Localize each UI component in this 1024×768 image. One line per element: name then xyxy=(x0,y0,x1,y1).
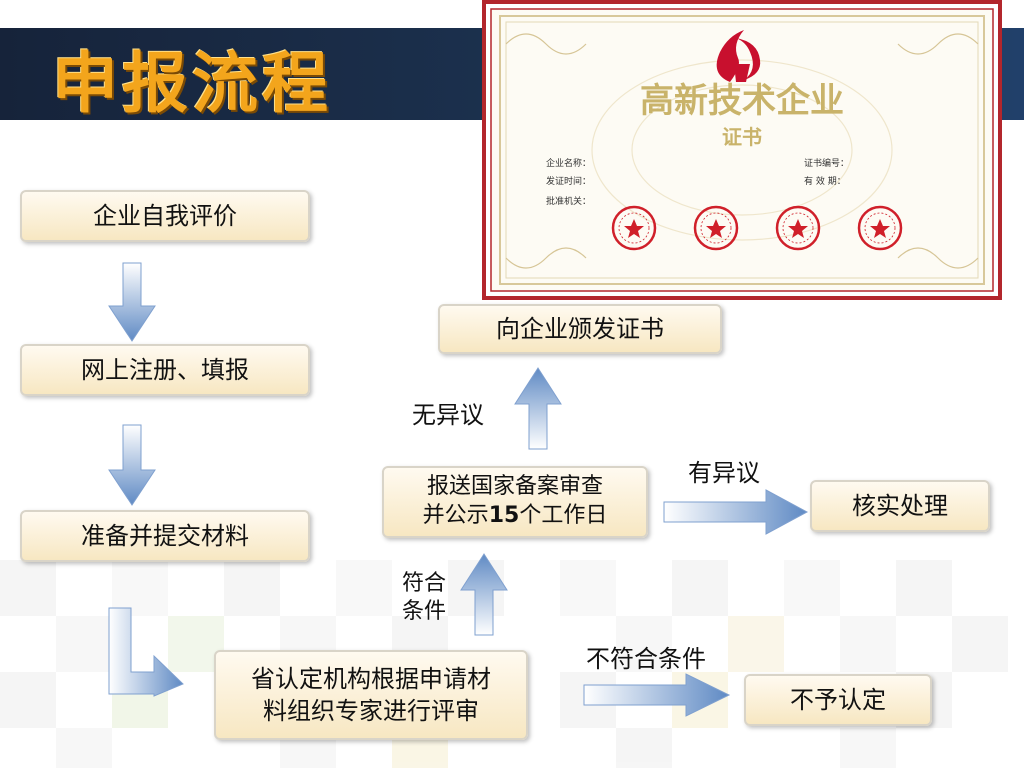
step-not-approved-label: 不予认定 xyxy=(790,685,886,714)
seal-icon xyxy=(857,205,903,251)
step-provincial-review-line2: 料组织专家进行评审 xyxy=(263,697,479,725)
label-meets-line2: 条件 xyxy=(402,598,447,624)
certificate-heading: 高新技术企业 xyxy=(640,81,844,121)
step-not-approved: 不予认定 xyxy=(744,674,932,726)
step-online-register-label: 网上注册、填报 xyxy=(81,355,249,384)
certificate-seals xyxy=(611,205,903,251)
certificate-field-validity: 有 效 期： xyxy=(804,175,846,187)
seal-icon xyxy=(611,205,657,251)
step-issue-certificate: 向企业颁发证书 xyxy=(438,304,722,354)
step-self-evaluation-label: 企业自我评价 xyxy=(93,201,237,230)
certificate-logo-icon xyxy=(716,30,761,82)
label-meets-conditions: 符合 条件 xyxy=(402,570,446,625)
certificate-field-number: 证书编号： xyxy=(804,157,849,169)
step-national-filing-days: 15 xyxy=(488,503,520,528)
label-meets-line1: 符合 xyxy=(402,571,447,596)
step-provincial-review-line1: 省认定机构根据申请材 xyxy=(251,664,491,693)
certificate-field-name: 企业名称： xyxy=(546,157,591,169)
seal-icon xyxy=(775,205,821,251)
step-verify-handle: 核实处理 xyxy=(810,480,990,532)
step-verify-handle-label: 核实处理 xyxy=(852,491,948,520)
step-national-filing-line2-suffix: 个工作日 xyxy=(519,503,608,528)
arrow-down-1 xyxy=(108,262,156,342)
step-issue-certificate-label: 向企业颁发证书 xyxy=(496,314,664,343)
arrow-down-2 xyxy=(108,424,156,506)
page-title: 申报流程 xyxy=(52,45,332,122)
step-provincial-review: 省认定机构根据申请材 料组织专家进行评审 xyxy=(214,650,528,740)
certificate-field-date: 发证时间： xyxy=(546,175,591,187)
step-national-filing-line2-prefix: 并公示 xyxy=(422,503,489,528)
arrow-right-objection xyxy=(663,489,809,535)
certificate-field-org: 批准机关： xyxy=(546,195,591,207)
label-no-objection: 无异议 xyxy=(412,401,484,429)
certificate-image: 高新技术企业 证书 企业名称： 发证时间： 批准机关： 证书编号： 有 效 期： xyxy=(482,0,1002,300)
arrow-up-meets xyxy=(460,553,508,636)
step-self-evaluation: 企业自我评价 xyxy=(20,190,310,242)
step-prepare-materials-label: 准备并提交材料 xyxy=(81,521,249,550)
step-national-filing-line2: 并公示15个工作日 xyxy=(423,502,608,531)
step-national-filing: 报送国家备案审查 并公示15个工作日 xyxy=(382,466,648,538)
step-online-register: 网上注册、填报 xyxy=(20,344,310,396)
arrow-up-no-objection xyxy=(514,367,562,450)
step-national-filing-line1: 报送国家备案审查 xyxy=(426,474,603,500)
arrow-l-bend xyxy=(108,607,184,697)
certificate-subheading: 证书 xyxy=(722,125,762,149)
step-prepare-materials: 准备并提交材料 xyxy=(20,510,310,562)
label-has-objection: 有异议 xyxy=(688,459,760,487)
seal-icon xyxy=(693,205,739,251)
label-not-meet: 不符合条件 xyxy=(586,645,706,673)
arrow-right-not-meet xyxy=(583,673,731,717)
